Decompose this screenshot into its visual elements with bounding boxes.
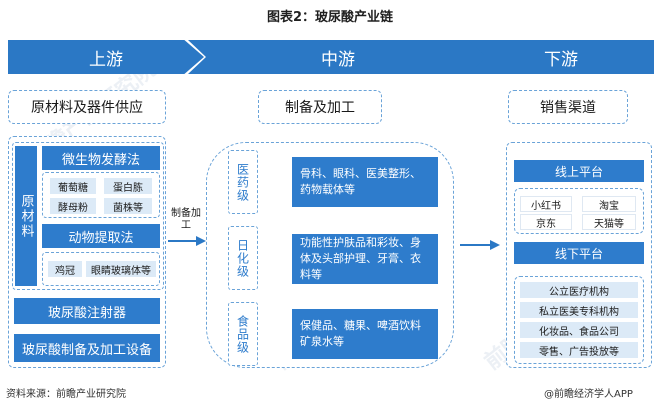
arrow-right-icon bbox=[460, 240, 500, 250]
offline-item: 化妆品、食品公司 bbox=[520, 322, 638, 338]
microbial-item: 蛋白胨 bbox=[104, 178, 152, 194]
injector-block: 玻尿酸注射器 bbox=[14, 298, 160, 324]
food-grade-desc: 保健品、糖果、啤酒饮料矿泉水等 bbox=[292, 309, 438, 359]
brand-note: @前瞻经济学人APP bbox=[544, 389, 633, 400]
raw-material-group bbox=[12, 142, 164, 290]
animal-method: 动物提取法 bbox=[42, 224, 160, 248]
online-item: 天猫等 bbox=[582, 214, 636, 230]
animal-item: 眼睛玻璃体等 bbox=[86, 261, 156, 277]
upstream-header: 原材料及器件供应 bbox=[8, 90, 166, 124]
microbial-method: 微生物发酵法 bbox=[42, 146, 160, 170]
animal-item: 鸡冠 bbox=[48, 261, 82, 277]
chart-title: 图表2：玻尿酸产业链 bbox=[266, 10, 394, 25]
online-item: 小红书 bbox=[520, 196, 572, 212]
source-note: 资料来源：前瞻产业研究院 bbox=[6, 389, 126, 400]
daily-chemical-grade-desc: 功能性护肤品和彩妆、身体及头部护理、牙膏、衣料等 bbox=[292, 234, 438, 284]
offline-item: 公立医疗机构 bbox=[520, 282, 638, 298]
equipment-block: 玻尿酸制备及加工设备 bbox=[14, 334, 160, 362]
stage-downstream: 下游 bbox=[468, 40, 654, 74]
offline-item: 零售、广告投放等 bbox=[520, 342, 638, 358]
category-food-grade: 食品级 bbox=[228, 302, 258, 366]
stage-upstream: 上游 bbox=[8, 40, 204, 74]
category-medical-grade: 医药级 bbox=[228, 150, 258, 214]
offline-item: 私立医美专科机构 bbox=[520, 302, 638, 318]
online-items bbox=[514, 188, 644, 234]
offline-platform-block: 线下平台 bbox=[514, 242, 644, 264]
microbial-item: 葡萄糖 bbox=[50, 178, 96, 194]
connector-label: 制备加工 bbox=[171, 208, 201, 231]
medical-grade-desc: 骨科、眼科、医美整形、药物载体等 bbox=[292, 157, 438, 207]
online-item: 淘宝 bbox=[582, 196, 636, 212]
online-item: 京东 bbox=[520, 214, 572, 230]
microbial-item: 菌株等 bbox=[104, 198, 152, 214]
downstream-header: 销售渠道 bbox=[508, 90, 628, 124]
microbial-item: 酵母粉 bbox=[50, 198, 96, 214]
arrow-right-icon bbox=[168, 236, 206, 246]
stage-midstream: 中游 bbox=[188, 40, 488, 74]
offline-items bbox=[514, 276, 644, 364]
raw-material-label: 原材料 bbox=[15, 146, 37, 286]
midstream-header: 制备及加工 bbox=[258, 90, 382, 124]
online-platform-block: 线上平台 bbox=[514, 160, 644, 182]
category-daily-chemical-grade: 日化级 bbox=[228, 226, 258, 290]
